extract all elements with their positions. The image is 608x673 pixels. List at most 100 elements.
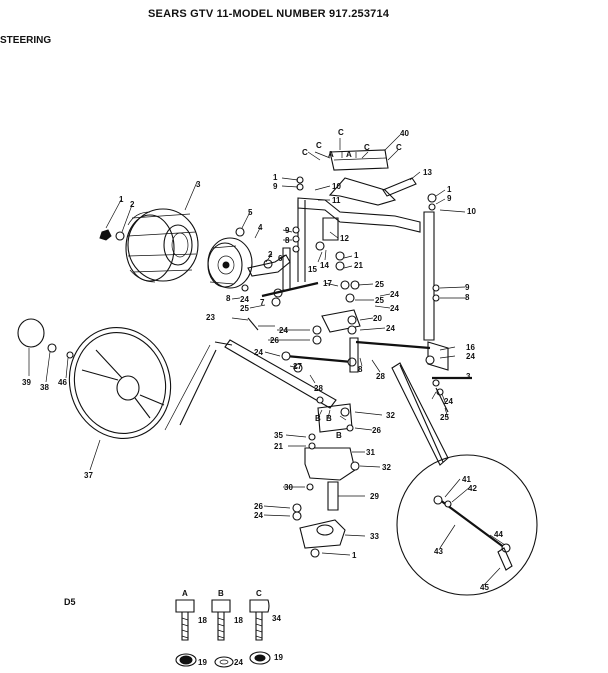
callout: 24: [466, 352, 475, 361]
callout: 10: [332, 182, 341, 191]
page-title: SEARS GTV 11-MODEL NUMBER 917.253714: [148, 8, 390, 20]
callout: 24: [240, 295, 249, 304]
tie-rods: [281, 337, 472, 413]
callout: 25: [240, 304, 249, 313]
callout: 38: [40, 383, 49, 392]
callout: 20: [373, 314, 382, 323]
callout: 24: [390, 290, 399, 299]
callout: 25: [375, 280, 384, 289]
axle-assembly: [292, 149, 440, 341]
callout: 8: [358, 365, 363, 374]
callout: A: [328, 150, 334, 159]
callout: 9: [447, 194, 452, 203]
callout: 9: [285, 226, 290, 235]
callout: 18: [198, 616, 207, 625]
callout: 17: [323, 279, 332, 288]
callout: 1: [273, 173, 278, 182]
callout: C: [316, 141, 322, 150]
section-label: STEERING: [0, 35, 52, 46]
callout: 7: [260, 298, 265, 307]
callout: 8: [465, 293, 470, 302]
callout: 28: [376, 372, 385, 381]
callout: 4: [258, 223, 263, 232]
callout: 41: [462, 475, 471, 484]
callout: 26: [372, 426, 381, 435]
callout: 33: [370, 532, 379, 541]
callout: 40: [400, 129, 409, 138]
callout: C: [396, 143, 402, 152]
callout: 23: [206, 313, 215, 322]
callout: B: [218, 589, 224, 598]
callout: 35: [274, 431, 283, 440]
callout: 3: [466, 372, 471, 381]
callout: 24: [386, 324, 395, 333]
callout: 1: [119, 195, 124, 204]
callout: 28: [314, 384, 323, 393]
callout: 45: [480, 583, 489, 592]
callout: C: [364, 143, 370, 152]
callout: 8: [226, 294, 231, 303]
callout: 1: [447, 185, 452, 194]
callout: A: [182, 589, 188, 598]
callout: 2: [268, 250, 273, 259]
callout: C: [256, 589, 262, 598]
callout: 37: [84, 471, 93, 480]
callout: C: [338, 128, 344, 137]
callout: 34: [272, 614, 281, 623]
callout: 24: [234, 658, 243, 667]
callout: 39: [22, 378, 31, 387]
callout: 25: [375, 296, 384, 305]
front-tire: [125, 208, 199, 283]
callout: 26: [270, 336, 279, 345]
callout: 14: [320, 261, 329, 270]
callout: 31: [366, 448, 375, 457]
callout: B: [326, 414, 332, 423]
callout: 19: [198, 658, 207, 667]
callout: A: [346, 150, 352, 159]
diagram-code: D5: [64, 597, 76, 607]
callout: 44: [494, 530, 503, 539]
callout: 24: [254, 348, 263, 357]
callout: 2: [130, 200, 135, 209]
callout: 5: [248, 208, 253, 217]
steering-gear-housing: [292, 396, 360, 558]
callout: 24: [390, 304, 399, 313]
callout: 21: [274, 442, 283, 451]
callout: 26: [254, 502, 263, 511]
steering-shaft: [164, 317, 337, 431]
callout: 29: [370, 492, 379, 501]
callout: 32: [382, 463, 391, 472]
callout: 19: [274, 653, 283, 662]
wheel-rim: [207, 237, 253, 289]
leader-lines: [28, 134, 506, 586]
callout: 15: [308, 265, 317, 274]
callout: 21: [354, 261, 363, 270]
callout: 27: [293, 362, 302, 371]
callout: B: [336, 431, 342, 440]
callout: 13: [423, 168, 432, 177]
callout: 9: [273, 182, 278, 191]
callout: 3: [196, 180, 201, 189]
callout: 1: [354, 251, 359, 260]
callout: 10: [467, 207, 476, 216]
callout: 43: [434, 547, 443, 556]
callout: 32: [386, 411, 395, 420]
callout: 9: [465, 283, 470, 292]
callout: 25: [440, 413, 449, 422]
callout: 46: [58, 378, 67, 387]
callout: C: [302, 148, 308, 157]
detail-callout: [391, 362, 538, 596]
callout: 30: [284, 483, 293, 492]
hardware-bolts: [175, 599, 271, 668]
callout: 16: [466, 343, 475, 352]
drag-link: [261, 281, 361, 345]
callout: 24: [444, 397, 453, 406]
callout-labels: 40 C C C C A A C 1 9 10 11 13 1 9 10 3 1…: [22, 128, 503, 667]
callout: 1: [352, 551, 357, 560]
hub-cap-and-nut: [99, 227, 273, 269]
callout: 18: [234, 616, 243, 625]
callout: 8: [285, 236, 290, 245]
callout: B: [315, 414, 321, 423]
callout: 24: [254, 511, 263, 520]
